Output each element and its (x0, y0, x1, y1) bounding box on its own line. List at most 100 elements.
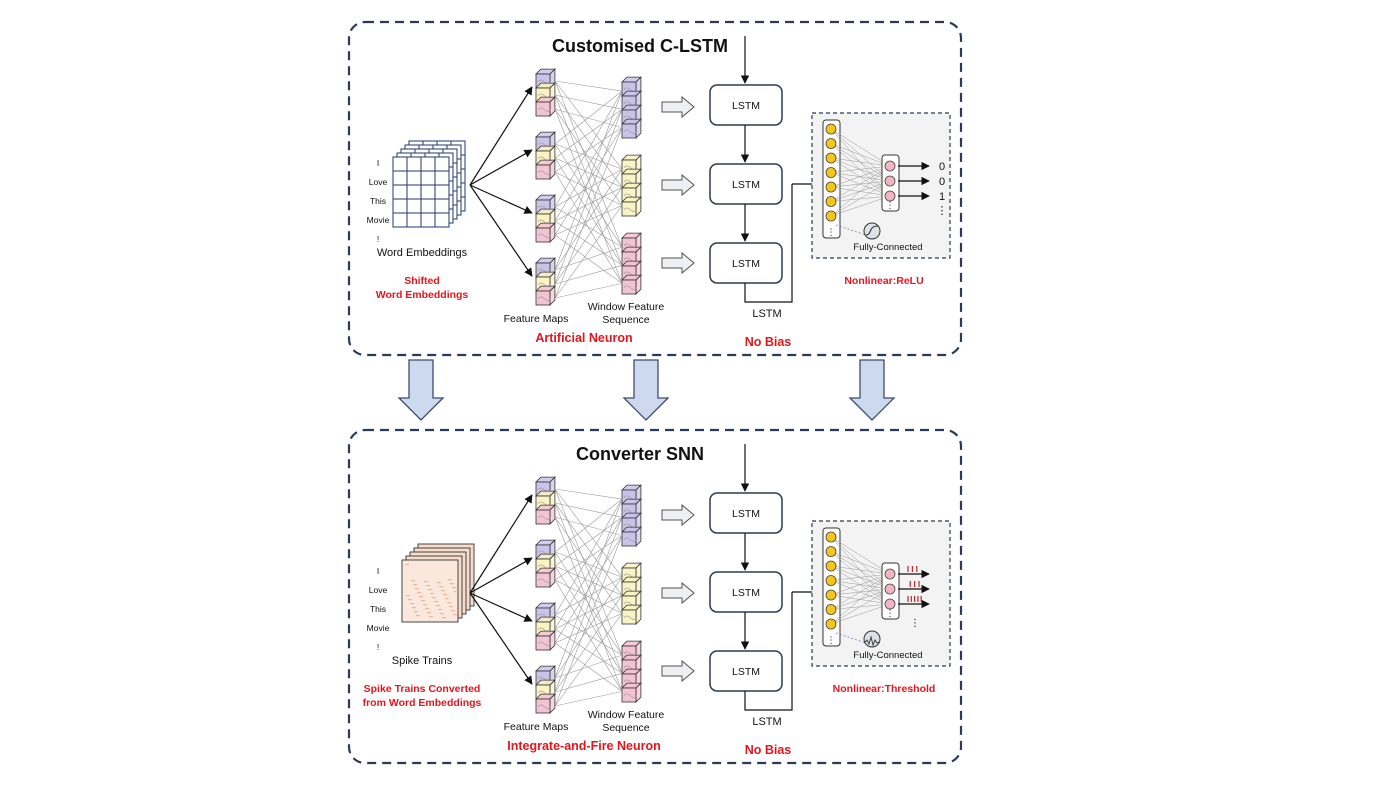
top-feature-maps-label: Feature Maps (504, 313, 569, 325)
input-to-feature-arrow (469, 494, 533, 594)
output-neuron (884, 175, 896, 187)
input-word: This (370, 196, 386, 206)
top-neuron-label: Artificial Neuron (535, 331, 632, 345)
bottom-input-label: Spike Trains (392, 655, 453, 667)
output-value: 0 (939, 176, 945, 188)
bottom-fully-connected: ⋮⋮Fully-Connected (811, 520, 951, 667)
input-neuron (825, 604, 837, 615)
top-title: Customised C-LSTM (552, 36, 728, 56)
top-input-note-2: Word Embeddings (376, 289, 469, 301)
window-feature-cube (621, 118, 642, 139)
input-word: I (377, 566, 379, 576)
svg-text:⋮: ⋮ (886, 200, 895, 210)
spike-train-stack (401, 543, 475, 623)
input-neuron (825, 210, 837, 222)
input-to-feature-arrow (469, 184, 533, 277)
hollow-arrow (661, 581, 695, 605)
top-nonlinear-label: Nonlinear:ReLU (844, 275, 923, 287)
input-to-feature-arrow (469, 184, 533, 214)
lstm-cell-label: LSTM (732, 179, 760, 191)
hollow-arrow (661, 503, 695, 527)
input-neuron (825, 196, 837, 207)
input-to-feature-arrow (469, 592, 533, 622)
bottom-input-note-2: from Word Embeddings (363, 697, 482, 709)
bottom-bias-label: No Bias (745, 743, 792, 757)
output-value: 1 (939, 191, 945, 203)
feature-map-cube (535, 96, 556, 117)
top-fully-connected: ⋮⋮Fully-Connected (811, 112, 951, 259)
lstm-cell (709, 84, 783, 126)
output-neuron (884, 598, 896, 610)
lstm-cell-label: LSTM (732, 100, 760, 112)
output-neuron (884, 190, 896, 202)
window-feature-cube (621, 274, 642, 295)
input-to-feature-arrow (469, 557, 533, 594)
bottom-input-note-1: Spike Trains Converted (364, 683, 481, 695)
lstm-cell-label: LSTM (732, 587, 760, 599)
feature-map-cube (535, 504, 556, 525)
top-cross-connections (554, 80, 623, 299)
input-word: ! (377, 234, 379, 244)
input-to-feature-arrow (469, 149, 533, 186)
top-input-note-1: Shifted (404, 275, 440, 287)
sigmoid-icon (863, 222, 881, 240)
bottom-title: Converter SNN (576, 444, 704, 464)
window-feature-cube (621, 604, 642, 625)
input-neuron (825, 531, 837, 543)
hollow-arrow (661, 659, 695, 683)
hollow-arrow (661, 173, 695, 197)
input-to-feature-arrow (469, 86, 533, 186)
bottom-nonlinear-label: Nonlinear:Threshold (833, 683, 936, 695)
lstm-cell-label: LSTM (732, 508, 760, 520)
top-lstm-output-label: LSTM (752, 308, 781, 320)
transfer-arrow (622, 359, 670, 421)
input-neuron (825, 123, 837, 135)
bottom-cross-connections (554, 488, 623, 707)
feature-map-cube (535, 222, 556, 243)
svg-text:⋮: ⋮ (827, 227, 836, 237)
window-feature-cube (621, 526, 642, 547)
lstm-cell (709, 242, 783, 284)
transfer-arrow (848, 359, 896, 421)
spike-wave-icon (863, 630, 881, 648)
input-neuron (825, 152, 837, 164)
window-feature-cube (621, 196, 642, 217)
input-word: This (370, 604, 386, 614)
input-neuron (825, 589, 837, 601)
input-word: Love (369, 177, 388, 187)
top-bias-label: No Bias (745, 335, 792, 349)
feature-map-cube (535, 567, 556, 588)
hollow-arrow (661, 95, 695, 119)
input-neuron (825, 138, 837, 149)
input-neuron (825, 560, 837, 572)
feature-map-cube (535, 159, 556, 180)
svg-text:⋮: ⋮ (910, 618, 920, 629)
input-word: Love (369, 585, 388, 595)
bottom-window-feature-label-1: Window Feature (588, 709, 665, 721)
input-to-feature-arrow (469, 592, 533, 685)
bottom-neuron-label: Integrate-and-Fire Neuron (507, 739, 661, 753)
top-input-label: Word Embeddings (377, 247, 468, 259)
input-neuron (825, 181, 837, 193)
top-window-feature-label-1: Window Feature (588, 301, 665, 313)
top-frame (347, 20, 963, 357)
lstm-cell-label: LSTM (732, 666, 760, 678)
bottom-feature-maps-label: Feature Maps (504, 721, 569, 733)
feature-map-cube (535, 630, 556, 651)
top-window-feature-label-2: Sequence (602, 314, 649, 326)
lstm-cell (709, 163, 783, 205)
bottom-fc-label: Fully-Connected (853, 650, 922, 661)
lstm-output-path (744, 592, 793, 711)
feature-map-cube (535, 693, 556, 714)
bottom-frame (347, 428, 963, 765)
input-word: ! (377, 642, 379, 652)
output-neuron (884, 160, 896, 172)
lstm-output-path (744, 184, 793, 303)
lstm-cell (709, 571, 783, 613)
window-feature-cube (621, 682, 642, 703)
bottom-window-feature-label-2: Sequence (602, 722, 649, 734)
lstm-cell (709, 492, 783, 534)
